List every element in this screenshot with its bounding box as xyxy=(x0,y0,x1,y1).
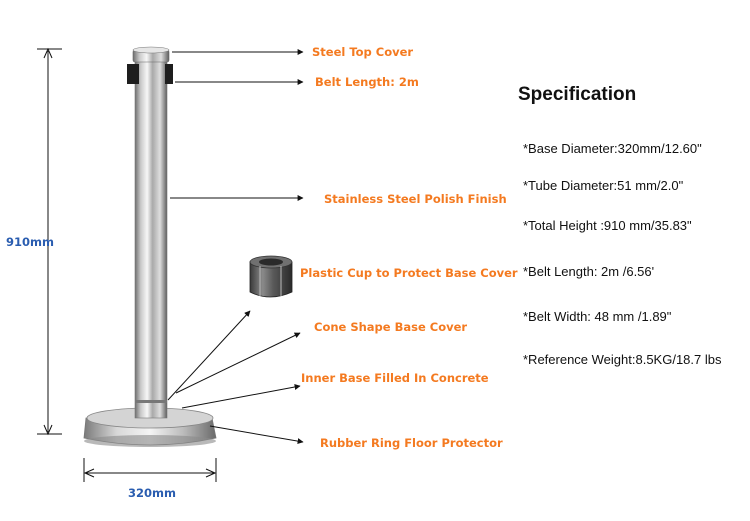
spec-total-height: *Total Height :910 mm/35.83" xyxy=(523,218,692,233)
spec-base-diameter: *Base Diameter:320mm/12.60" xyxy=(523,141,702,156)
belt-cassette xyxy=(127,64,173,84)
spec-belt-length: *Belt Length: 2m /6.56' xyxy=(523,264,655,279)
width-dimension xyxy=(83,458,217,482)
spec-tube-diameter: *Tube Diameter:51 mm/2.0" xyxy=(523,178,684,193)
callout-arrows xyxy=(167,49,304,445)
plastic-cup-image xyxy=(249,255,293,298)
arrow-cone-base xyxy=(175,332,301,394)
callout-steel-top-cover: Steel Top Cover xyxy=(312,45,414,59)
callout-inner-base: Inner Base Filled In Concrete xyxy=(301,371,489,385)
callout-polish-finish: Stainless Steel Polish Finish xyxy=(324,192,507,206)
specification-title: Specification xyxy=(518,84,637,105)
spec-belt-width: *Belt Width: 48 mm /1.89" xyxy=(523,309,672,324)
height-dimension xyxy=(37,47,62,436)
callout-belt-length: Belt Length: 2m xyxy=(315,75,419,89)
callout-rubber-ring: Rubber Ring Floor Protector xyxy=(320,436,503,450)
callout-plastic-cup: Plastic Cup to Protect Base Cover xyxy=(300,266,518,280)
arrow-inner-base xyxy=(181,384,301,409)
stanchion-top-cover xyxy=(132,46,170,63)
spec-reference-weight: *Reference Weight:8.5KG/18.7 lbs xyxy=(523,352,722,367)
width-label: 320mm xyxy=(128,486,176,500)
arrow-rubber-ring xyxy=(209,425,304,445)
callout-cone-base: Cone Shape Base Cover xyxy=(314,320,468,334)
height-label: 910mm xyxy=(6,235,54,249)
stanchion-post xyxy=(134,59,168,419)
arrow-plastic-cup xyxy=(167,310,251,401)
